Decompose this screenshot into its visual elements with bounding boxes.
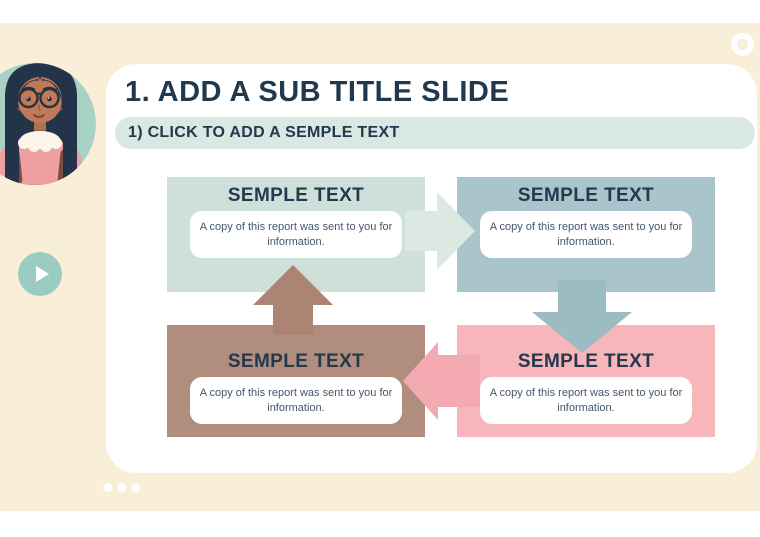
play-button[interactable] <box>18 252 62 296</box>
ring-icon <box>731 33 754 56</box>
box-note-card: A copy of this report was sent to you fo… <box>480 377 692 424</box>
eye-glint <box>26 97 29 99</box>
diagram-box-top-left: SEMPLE TEXT A copy of this report was se… <box>167 177 425 292</box>
diagram-box-bottom-left: SEMPLE TEXT A copy of this report was se… <box>167 325 425 437</box>
box-title: SEMPLE TEXT <box>517 351 655 372</box>
box-title: SEMPLE TEXT <box>227 185 365 206</box>
glasses-left-lens <box>18 87 39 109</box>
bangs <box>18 75 62 103</box>
glasses-right-lens <box>39 87 60 109</box>
eye-right <box>47 96 52 102</box>
collar-scallop <box>50 137 62 149</box>
girl-avatar-illustration <box>0 63 96 185</box>
box-note-card: A copy of this report was sent to you fo… <box>480 211 692 258</box>
box-note-card: A copy of this report was sent to you fo… <box>190 211 402 258</box>
subtitle-pill: 1) CLICK TO ADD A SEMPLE TEXT <box>115 117 755 149</box>
subtitle-text: 1) CLICK TO ADD A SEMPLE TEXT <box>128 124 400 141</box>
box-note-text: A copy of this report was sent to you fo… <box>199 221 393 248</box>
smile <box>33 114 45 118</box>
hair-front-left <box>5 91 19 185</box>
box-note-text: A copy of this report was sent to you fo… <box>199 387 393 414</box>
box-note-text: A copy of this report was sent to you fo… <box>489 221 683 248</box>
blush-left <box>17 106 25 112</box>
eyebrow-left <box>21 86 35 91</box>
box-note-card: A copy of this report was sent to you fo… <box>190 377 402 424</box>
diagram-box-top-right: SEMPLE TEXT A copy of this report was se… <box>457 177 715 292</box>
collar-scallop <box>40 140 52 152</box>
glasses-bridge <box>36 92 42 96</box>
eye-glint <box>47 97 50 99</box>
play-icon <box>35 266 49 282</box>
blush-right <box>55 106 63 112</box>
pager-dots <box>103 483 140 492</box>
pager-dot[interactable] <box>103 483 112 492</box>
box-note-text: A copy of this report was sent to you fo… <box>489 387 683 414</box>
pager-dot[interactable] <box>131 483 140 492</box>
eye-left <box>26 96 31 102</box>
diagram-box-bottom-right: SEMPLE TEXT A copy of this report was se… <box>457 325 715 437</box>
page-title: 1. ADD A SUB TITLE SLIDE <box>125 76 510 108</box>
nose <box>37 104 41 111</box>
collar-scallop <box>28 140 40 152</box>
collar-scallop <box>18 137 30 149</box>
hair-front-right <box>63 91 77 185</box>
box-title: SEMPLE TEXT <box>517 185 655 206</box>
eyebrow-right <box>43 86 57 91</box>
box-title: SEMPLE TEXT <box>227 351 365 372</box>
pager-dot[interactable] <box>117 483 126 492</box>
